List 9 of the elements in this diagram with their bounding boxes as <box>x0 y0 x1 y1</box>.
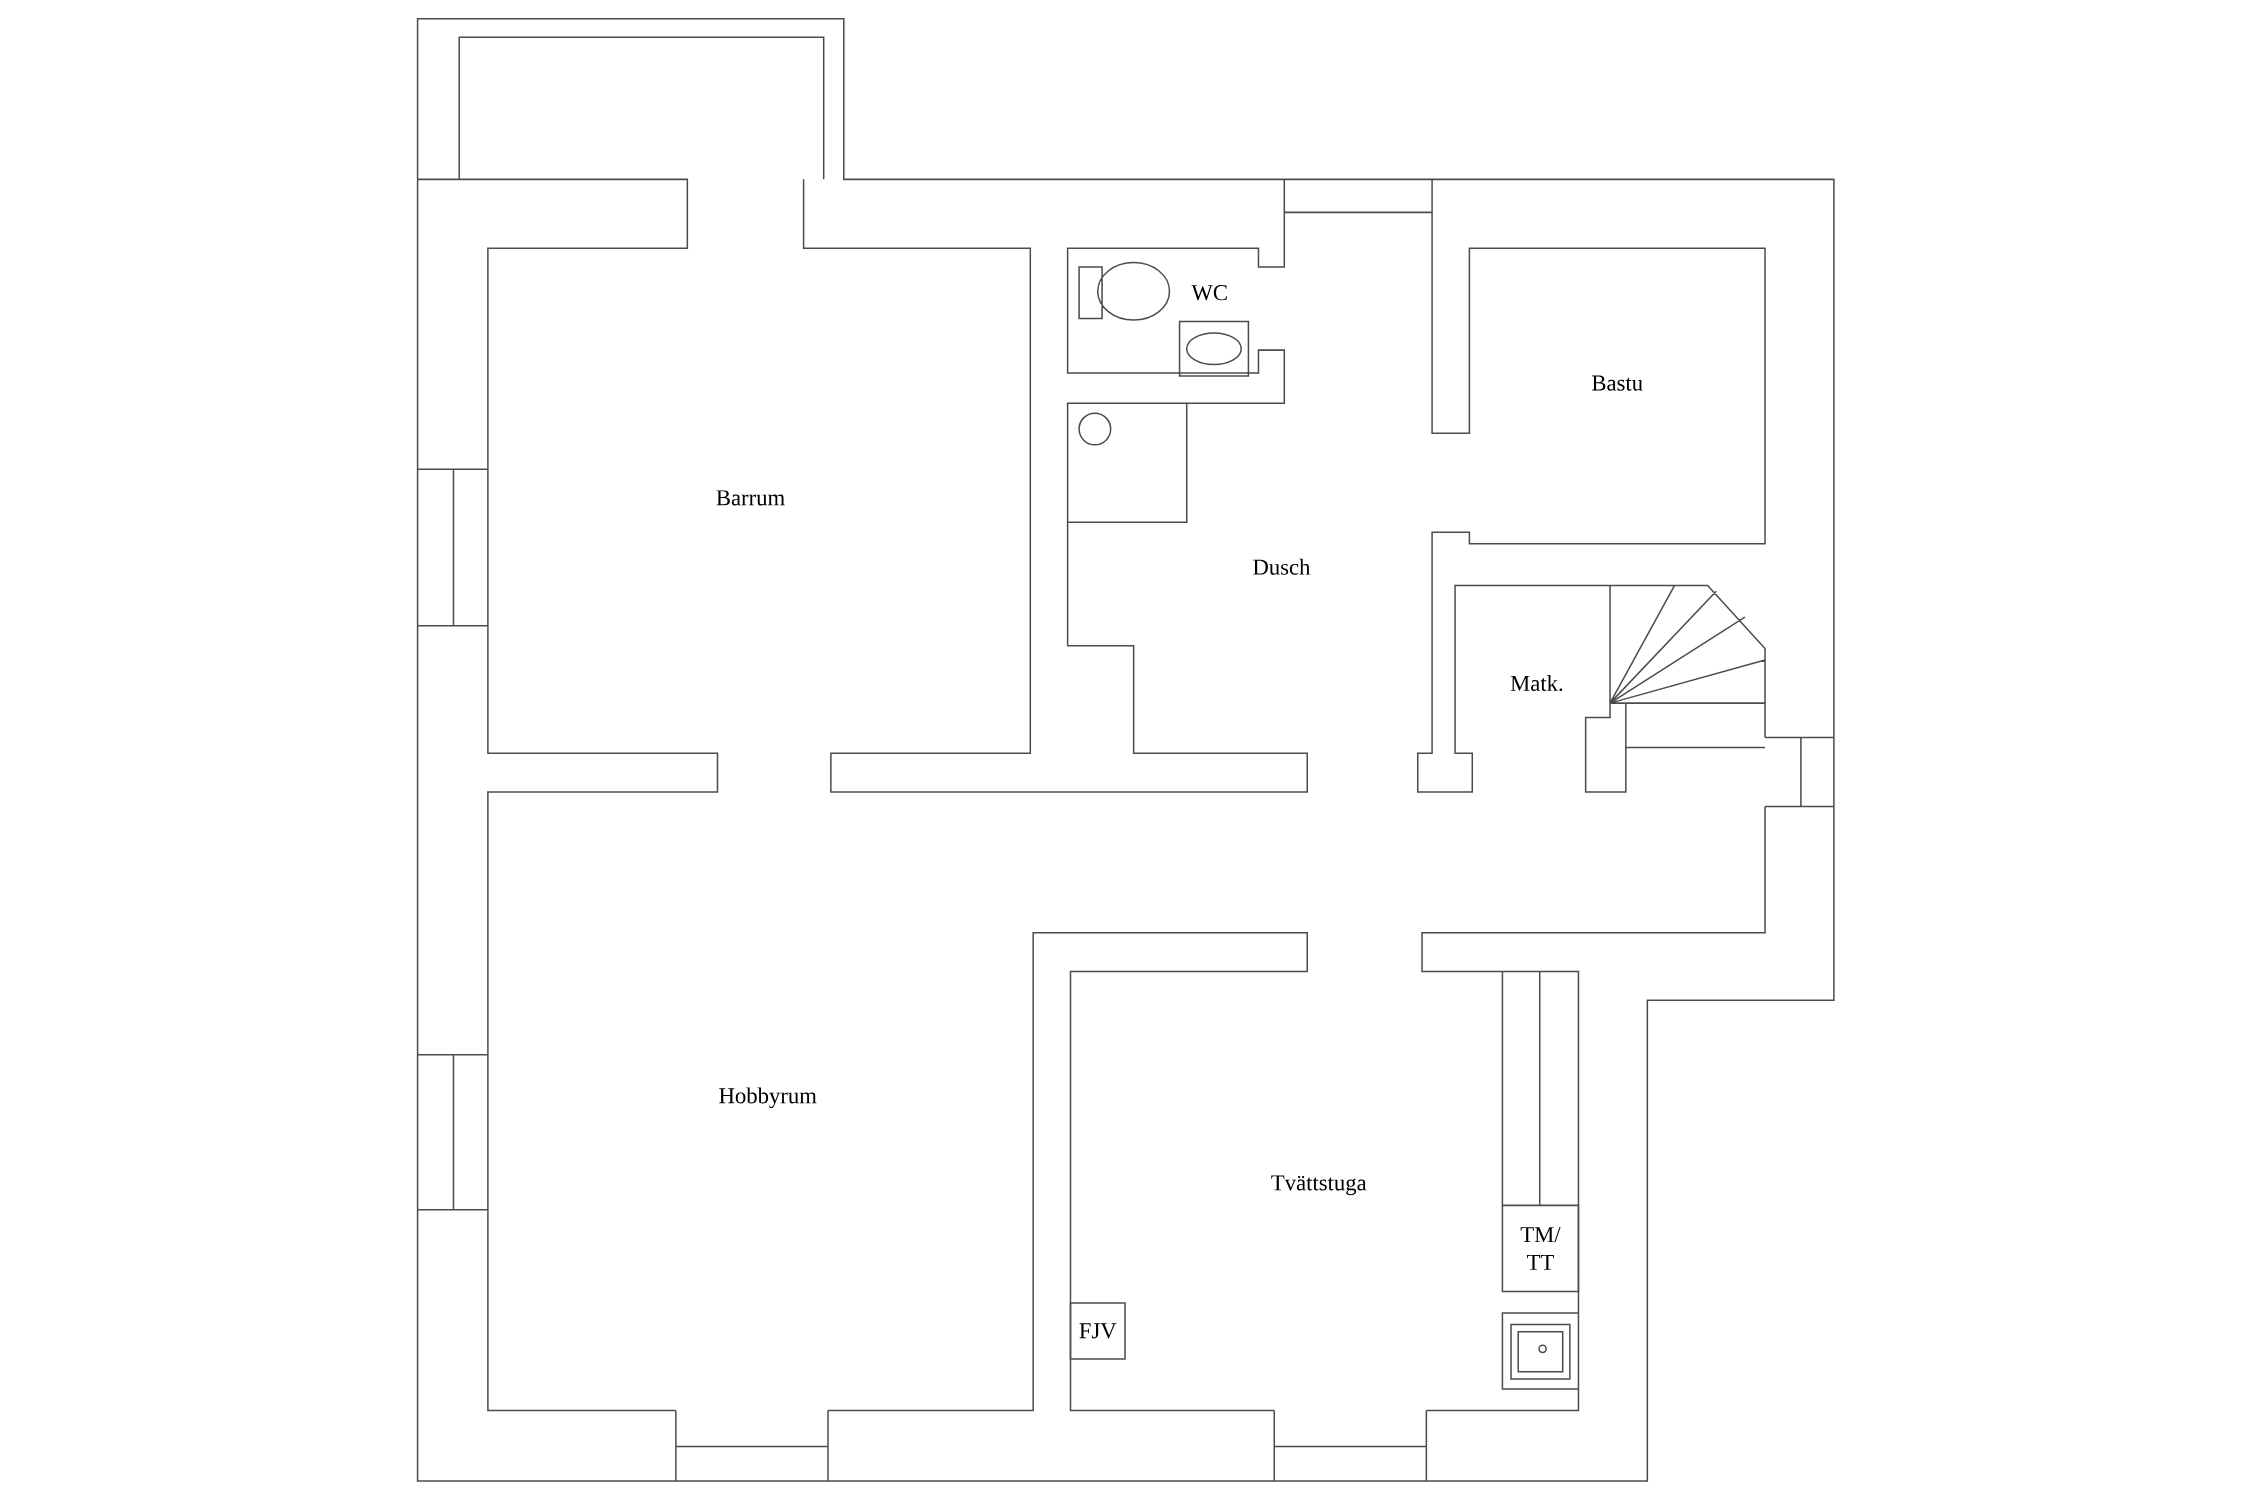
room-label: WC <box>1191 285 1227 301</box>
room-label: Tvättstuga <box>1271 1175 1367 1196</box>
room-label: Hobbyrum <box>719 1087 817 1109</box>
room-label: Dusch <box>1253 559 1311 576</box>
room-label: Barrum <box>716 490 785 506</box>
room-label: Matk. <box>1510 675 1563 692</box>
fixture-box: TM/ TT <box>1501 1204 1580 1293</box>
fixture-box: FJV <box>1069 1302 1126 1360</box>
room-label: Bastu <box>1592 375 1643 391</box>
